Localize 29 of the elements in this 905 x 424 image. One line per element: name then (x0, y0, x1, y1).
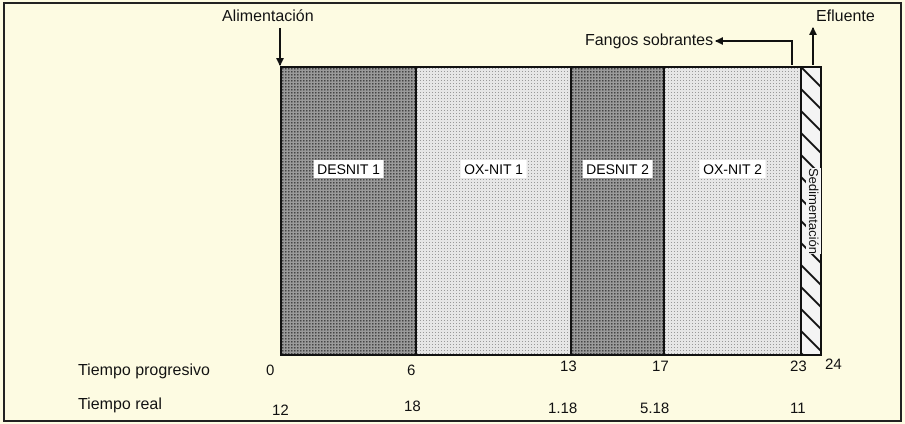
time-value: 1.18 (548, 400, 578, 417)
sedimentation-band (800, 66, 822, 356)
time-value: 12 (272, 402, 289, 419)
time-value: 11 (790, 400, 806, 417)
flow-label: Efluente (816, 8, 875, 26)
phase-label: DESNIT 2 (582, 160, 653, 178)
time-value: 0 (266, 362, 274, 379)
axis-title: Tiempo progresivo (78, 362, 210, 380)
phase-label: DESNIT 1 (313, 160, 384, 178)
arrow (715, 37, 793, 65)
phase-band (280, 66, 417, 356)
band-label: Sedimentación (806, 168, 821, 254)
phase-label: OX-NIT 1 (460, 160, 527, 178)
phase-band (415, 66, 572, 356)
time-value: 5.18 (640, 400, 670, 417)
phase-band (663, 66, 802, 356)
arrow (276, 28, 284, 66)
time-value: 24 (825, 356, 842, 373)
phase-band (570, 66, 665, 356)
time-value: 23 (790, 358, 807, 375)
arrow (809, 27, 817, 65)
time-value: 18 (404, 398, 421, 415)
time-value: 6 (407, 362, 416, 379)
flow-label: Alimentación (222, 8, 314, 26)
time-value: 13 (560, 358, 577, 375)
time-value: 17 (652, 358, 669, 375)
flow-label: Fangos sobrantes (585, 32, 714, 50)
axis-title: Tiempo real (78, 396, 162, 414)
phase-label: OX-NIT 2 (699, 160, 766, 178)
